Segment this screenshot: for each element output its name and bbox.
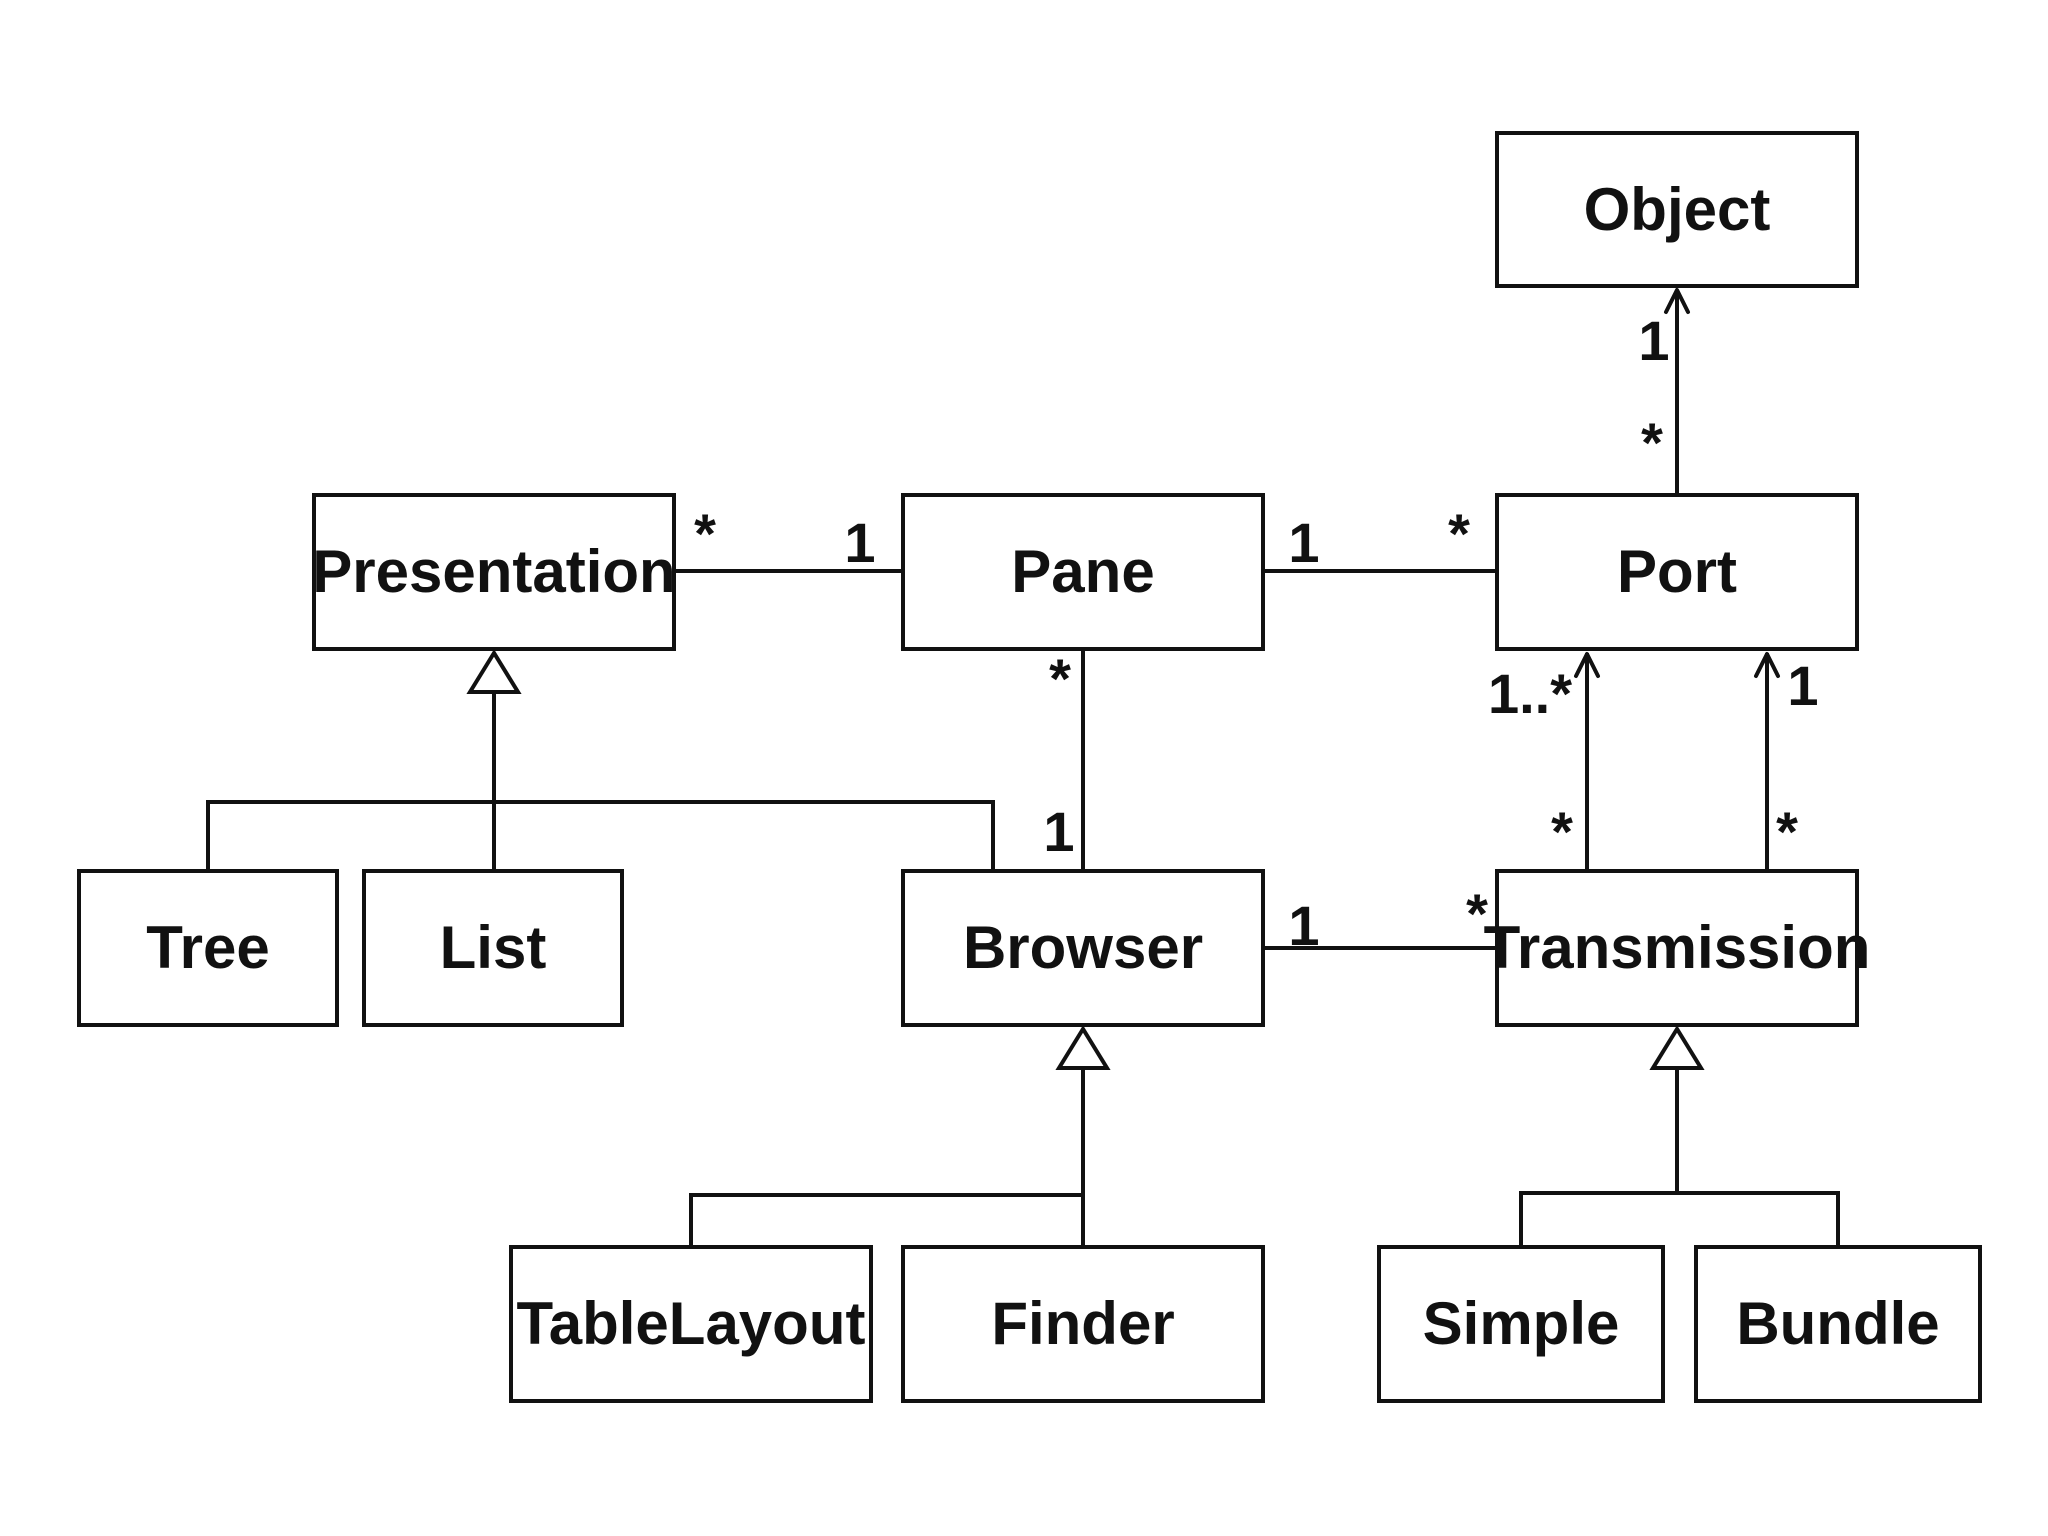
multiplicity-port-end: 1 [1787,654,1818,717]
multiplicity-port-end: 1..* [1488,662,1572,725]
open-arrowhead [1754,652,1780,678]
generalization-transmission [1519,1025,1840,1249]
open-arrowhead [1664,288,1690,314]
class-tree: Tree [77,869,339,1027]
class-transmission: Transmission [1484,869,1871,1027]
class-browser: Browser [901,869,1265,1027]
multiplicity-object-end: 1 [1638,309,1669,372]
class-port-label: Port [1617,538,1737,605]
class-list-label: List [440,914,547,981]
class-list: List [362,869,624,1027]
class-tree-label: Tree [146,914,269,981]
class-bundle: Bundle [1694,1245,1982,1403]
multiplicity-presentation-end: * [694,502,716,565]
multiplicity-port-end: * [1448,502,1470,565]
multiplicity-transmission-end: * [1466,882,1488,945]
class-pane-label: Pane [1011,538,1154,605]
inheritance-triangle [466,649,522,694]
class-tablelayout-label: TableLayout [517,1290,866,1357]
multiplicity-transmission-end: * [1776,800,1798,863]
association-transmission-port-right: 1 * [1754,652,1819,873]
class-object: Object [1495,131,1859,288]
class-finder: Finder [901,1245,1265,1403]
association-port-object: 1 * [1638,288,1690,497]
generalization-browser [689,1025,1111,1249]
class-simple: Simple [1377,1245,1665,1403]
class-port: Port [1495,493,1859,651]
inheritance-triangle [1055,1025,1111,1070]
association-presentation-pane: * 1 [672,502,905,574]
class-pane: Pane [901,493,1265,651]
association-browser-transmission: 1 * [1261,882,1499,957]
class-transmission-label: Transmission [1484,914,1871,981]
multiplicity-transmission-end: * [1551,800,1573,863]
class-browser-label: Browser [963,914,1203,981]
class-tablelayout: TableLayout [509,1245,873,1403]
class-bundle-label: Bundle [1736,1290,1939,1357]
association-pane-port: 1 * [1261,502,1499,574]
association-pane-browser: * 1 [1043,647,1085,873]
multiplicity-pane-end: 1 [1288,511,1319,574]
multiplicity-pane-end: * [1049,647,1071,710]
generalization-presentation [206,649,995,873]
class-finder-label: Finder [991,1290,1174,1357]
multiplicity-browser-end: 1 [1043,800,1074,863]
multiplicity-pane-end: 1 [844,511,875,574]
open-arrowhead [1574,652,1600,678]
class-presentation-label: Presentation [312,538,675,605]
class-presentation: Presentation [312,493,676,651]
multiplicity-browser-end: 1 [1288,894,1319,957]
class-simple-label: Simple [1423,1290,1620,1357]
inheritance-triangle [1649,1025,1705,1070]
multiplicity-port-end: * [1641,411,1663,474]
association-transmission-port-left: 1..* * [1488,652,1600,873]
class-object-label: Object [1584,176,1771,243]
